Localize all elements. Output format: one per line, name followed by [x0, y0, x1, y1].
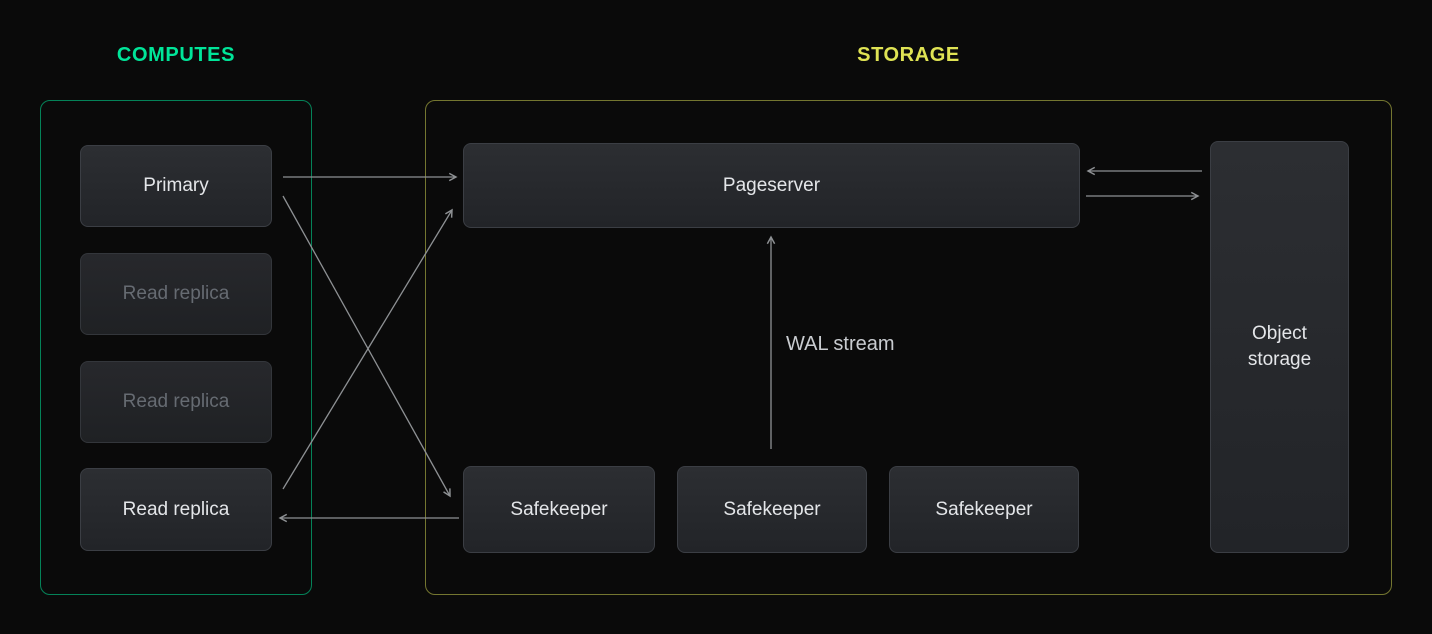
- safekeeper-node-3: Safekeeper: [889, 466, 1079, 553]
- computes-section-title: COMPUTES: [116, 44, 236, 66]
- object-storage-node: Object storage: [1210, 141, 1349, 553]
- pageserver-node: Pageserver: [463, 143, 1080, 228]
- read-replica-node-inactive-1: Read replica: [80, 253, 272, 335]
- primary-compute-node: Primary: [80, 145, 272, 227]
- safekeeper-node-1: Safekeeper: [463, 466, 655, 553]
- read-replica-node-inactive-2: Read replica: [80, 361, 272, 443]
- safekeeper-node-2: Safekeeper: [677, 466, 867, 553]
- storage-section-title: STORAGE: [857, 44, 960, 66]
- wal-stream-label: WAL stream: [786, 333, 895, 355]
- read-replica-node-active: Read replica: [80, 468, 272, 551]
